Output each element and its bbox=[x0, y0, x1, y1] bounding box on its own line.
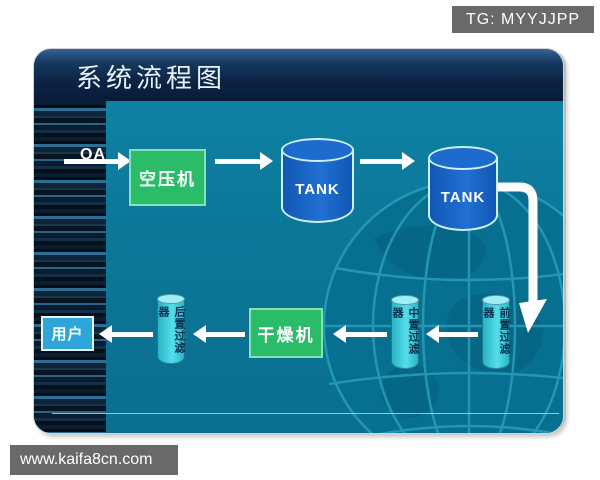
tank1-top bbox=[281, 138, 354, 162]
mid-filter-label: 中置过滤器 bbox=[391, 307, 419, 355]
pre-filter-label: 前置过滤器 bbox=[482, 307, 510, 355]
pre-filter-top bbox=[482, 295, 510, 305]
pre-filter-body bbox=[482, 300, 510, 369]
node-mid-filter: 中置过滤器 bbox=[391, 295, 419, 369]
slide-header: 系统流程图 bbox=[34, 49, 563, 101]
post-filter-top bbox=[157, 294, 185, 304]
arrow-postfilter-to-user bbox=[99, 325, 153, 343]
site-watermark-badge: www.kaifa8cn.com bbox=[10, 445, 178, 475]
node-post-filter: 后置过滤器 bbox=[157, 294, 185, 364]
dryer-label: 干燥机 bbox=[257, 325, 315, 345]
user-label: 用户 bbox=[51, 326, 84, 343]
arrow-tank1-to-tank2 bbox=[360, 152, 415, 170]
tg-watermark-badge: TG: MYYJJPP bbox=[452, 6, 594, 33]
tank1-label: TANK bbox=[295, 180, 340, 198]
post-filter-label: 后置过滤器 bbox=[157, 306, 185, 354]
node-tank-1: TANK bbox=[281, 138, 354, 223]
arrow-midfilter-to-dryer bbox=[333, 325, 387, 343]
source-label: QA bbox=[80, 146, 106, 163]
arrow-source-to-compressor bbox=[64, 152, 131, 170]
mid-filter-body bbox=[391, 300, 419, 369]
node-user: 用户 bbox=[41, 316, 94, 351]
slide: 系统流程图 QA 空压机 TANK TANK 前置过滤器 bbox=[33, 48, 564, 434]
tank1-body bbox=[281, 149, 354, 223]
arrow-dryer-to-postfilter bbox=[193, 325, 245, 343]
page-title: 系统流程图 bbox=[76, 64, 227, 94]
node-dryer: 干燥机 bbox=[249, 308, 323, 358]
arrow-tank2-down-to-prefilter bbox=[498, 182, 547, 333]
mid-filter-top bbox=[391, 295, 419, 305]
arrow-prefilter-to-midfilter bbox=[426, 325, 478, 343]
tank2-top bbox=[428, 146, 498, 170]
node-tank-2: TANK bbox=[428, 146, 498, 231]
stripe-band bbox=[34, 101, 106, 433]
post-filter-body bbox=[157, 299, 185, 364]
slide-body bbox=[34, 49, 563, 433]
air-compressor-label: 空压机 bbox=[139, 170, 196, 189]
arrow-compressor-to-tank1 bbox=[215, 152, 273, 170]
globe-watermark bbox=[322, 179, 563, 433]
tank2-label: TANK bbox=[440, 188, 486, 206]
footer-divider bbox=[52, 413, 559, 414]
node-pre-filter: 前置过滤器 bbox=[482, 295, 510, 369]
node-air-compressor: 空压机 bbox=[129, 149, 206, 206]
